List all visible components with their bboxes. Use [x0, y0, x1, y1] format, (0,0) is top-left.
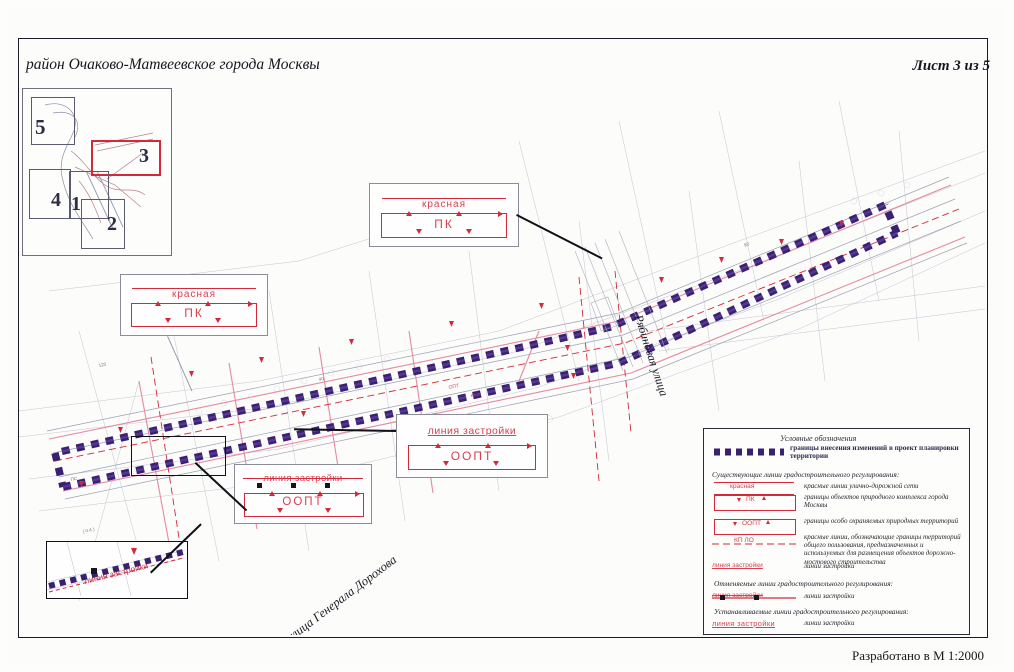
detail-inset-vector: линия застройки	[47, 542, 185, 596]
callout-inner-box	[381, 213, 507, 238]
key-map-number-5: 5	[35, 115, 46, 139]
marker-triangle-down	[443, 461, 449, 466]
key-map-number-1: 1	[71, 193, 81, 215]
cancelled-marker-square	[257, 483, 262, 488]
legend-section-heading-existing: Существующие линии градостроительного ре…	[712, 470, 900, 479]
callout-top-label: линия застройки	[427, 425, 517, 437]
marker-triangle-right	[498, 211, 503, 217]
marker-triangle-down	[737, 498, 741, 502]
legend-section-heading-cancelled: Отменяемые линии градостроительного регу…	[714, 579, 894, 588]
marker-triangle-up	[485, 443, 491, 448]
key-map-cell-2[interactable]	[81, 199, 125, 249]
svg-text:кр.л.: кр.л.	[470, 391, 482, 399]
red-triangle-markers	[79, 221, 844, 487]
legend-entry-oopt: границы особо охраняемых природных терри…	[804, 517, 959, 525]
callout-top-rule	[132, 288, 256, 290]
marker-triangle-down	[215, 318, 221, 323]
legend-section-heading-new: Устанавливаемые линии градостроительного…	[714, 607, 909, 616]
cancelled-marker-square	[325, 483, 330, 488]
marker-triangle-down	[493, 461, 499, 466]
callout-krasnaya-pk-left[interactable]: красная ПК	[120, 274, 268, 336]
callout-liniya-oopt-right[interactable]: линия застройки ООПТ	[396, 414, 548, 478]
callout-krasnaya-pk-top[interactable]: красная ПК	[369, 183, 519, 247]
legend-symbol-oopt-text: ООПТ	[742, 520, 762, 527]
scale-footer: Разработано в М 1:2000	[844, 646, 992, 666]
legend-symbol-oopt	[714, 519, 796, 535]
marker-triangle-up	[456, 211, 462, 216]
key-map-number-3: 3	[139, 145, 149, 167]
legend-symbol-boundary	[714, 448, 784, 456]
legend-symbol-cancelled-text: линия застройки	[712, 592, 763, 599]
legend-entry-pk: границы объектов природного комплекса го…	[804, 493, 949, 510]
legend-symbol-kp-lo-text: КП ЛО	[734, 537, 754, 544]
zoom-region-rectangle-mid[interactable]	[131, 436, 226, 476]
sheet-number-label: Лист 3 из 5	[912, 58, 990, 74]
marker-triangle-down	[325, 508, 331, 513]
marker-triangle-down	[277, 508, 283, 513]
detail-inset-bottom-left[interactable]: линия застройки	[46, 541, 188, 599]
legend-symbol-new-text: линия застройки	[712, 619, 775, 628]
svg-text:40: 40	[318, 376, 324, 382]
marker-triangle-up	[435, 443, 441, 448]
callout-liniya-oopt-cancelled[interactable]: линия застройки ООПТ	[234, 464, 372, 524]
page-title: район Очаково-Матвеевское города Москвы	[26, 56, 320, 73]
legend-entry-new: линии застройки	[804, 619, 855, 627]
legend-symbol-kp-lo	[712, 543, 796, 545]
legend-symbol-liniya-zastroyki-text: линия застройки	[712, 562, 763, 569]
svg-text:( 0.4 ): ( 0.4 )	[82, 526, 95, 533]
marker-triangle-up	[317, 491, 323, 496]
key-map[interactable]: 5 3 4 1 2	[22, 88, 172, 256]
marker-triangle-up	[205, 301, 211, 306]
legend-entry-krasnaya: красные линии улично-дорожной сети	[804, 482, 919, 490]
legend-symbol-krasnaya-text: красная	[730, 483, 755, 490]
detail-inset-label: линия застройки	[83, 560, 149, 586]
key-map-cell-5[interactable]	[31, 97, 75, 145]
marker-triangle-up	[269, 491, 275, 496]
key-map-number-2: 2	[107, 213, 117, 235]
svg-text:ОПТ: ОПТ	[448, 383, 460, 391]
marker-triangle-right	[248, 301, 253, 307]
callout-inner-box	[131, 303, 257, 327]
legend-entry-liniya-zastroyki: линии застройки	[804, 562, 855, 570]
callout-box-label: ООПТ	[450, 449, 494, 463]
legend-symbol-krasnaya	[714, 482, 794, 495]
marker-triangle-down	[466, 229, 472, 234]
callout-box-label: ПК	[184, 306, 204, 320]
marker-triangle-up	[766, 520, 770, 524]
legend-entry-kp-lo: красные линии, обозначающие границы терр…	[804, 533, 961, 566]
svg-text:120: 120	[98, 361, 107, 368]
svg-text:80: 80	[743, 241, 750, 248]
key-map-cell-1[interactable]	[69, 171, 109, 219]
marker-triangle-down	[733, 522, 737, 526]
key-map-cell-4[interactable]	[29, 169, 71, 219]
marker-triangle-up	[406, 211, 412, 216]
callout-top-label: красная	[422, 199, 466, 210]
callout-strike-rule	[243, 478, 363, 480]
callout-box-label: ООПТ	[282, 496, 324, 508]
marker-triangle-down	[165, 318, 171, 323]
key-map-cell-3[interactable]	[91, 140, 161, 176]
key-map-number-4: 4	[51, 189, 61, 211]
legend-entry-cancelled: линии застройки	[804, 592, 855, 600]
marker-triangle-up	[155, 301, 161, 306]
drawing-frame	[18, 38, 988, 638]
marker-triangle-up	[762, 496, 766, 500]
marker-triangle-down	[416, 229, 422, 234]
cancelled-marker-square	[291, 483, 296, 488]
legend-title: Условные обозначения	[780, 434, 857, 443]
legend-panel[interactable]: Условные обозначения границы внесения из…	[703, 428, 970, 635]
callout-top-label: красная	[172, 289, 216, 300]
callout-top-rule	[382, 198, 506, 200]
svg-text:ПС: ПС	[70, 476, 78, 482]
legend-symbol-pk	[714, 495, 796, 511]
legend-boundary-entry: границы внесения изменений в проект план…	[790, 444, 959, 461]
red-lines	[54, 208, 960, 552]
legend-symbol-pk-text: ПК	[746, 496, 755, 503]
callout-box-label: ПК	[434, 217, 454, 231]
marker-triangle-right	[355, 491, 360, 497]
legend-symbol-cancelled-line	[712, 595, 796, 600]
marker-triangle-right	[527, 443, 532, 449]
callout-inner-box	[408, 445, 536, 470]
callout-inner-box	[244, 493, 364, 517]
